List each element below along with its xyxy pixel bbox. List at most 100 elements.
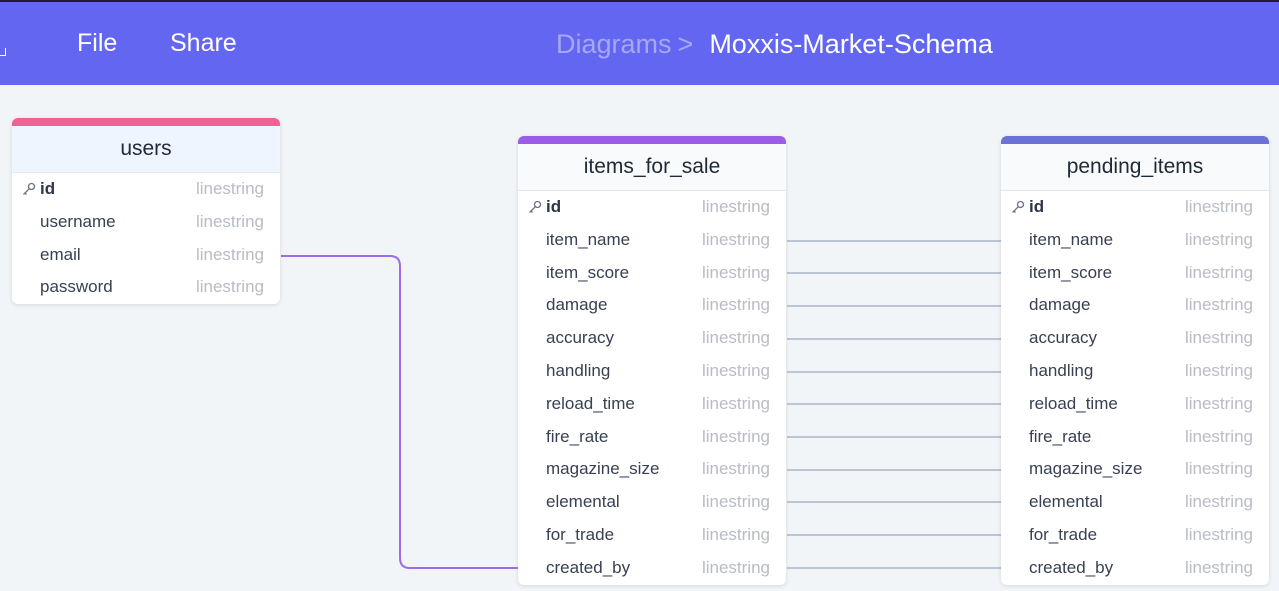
column-row-fire-rate[interactable]: fire_rate linestring — [1001, 421, 1269, 454]
primary-key-icon — [1012, 200, 1025, 213]
column-row-damage[interactable]: damage linestring — [1001, 289, 1269, 322]
column-name: for_trade — [546, 524, 615, 544]
table-title[interactable]: pending_items — [1001, 144, 1269, 191]
column-row-handling[interactable]: handling linestring — [518, 355, 786, 388]
breadcrumb-separator: > — [677, 29, 694, 59]
breadcrumb-diagrams-link[interactable]: Diagrams — [556, 29, 672, 59]
column-row-reload-time[interactable]: reload_time linestring — [1001, 388, 1269, 421]
column-name: accuracy — [1029, 328, 1098, 348]
column-name: password — [40, 277, 113, 297]
column-name: fire_rate — [1029, 426, 1092, 446]
column-type: linestring — [1184, 459, 1253, 479]
column-name: username — [40, 211, 116, 231]
table-title[interactable]: users — [12, 126, 280, 173]
column-row-password[interactable]: password linestring — [12, 271, 280, 304]
column-type: linestring — [1184, 295, 1253, 315]
primary-key-icon — [23, 182, 36, 195]
column-type: linestring — [1184, 197, 1253, 216]
column-row-id[interactable]: id linestring — [12, 173, 280, 206]
table-accent-bar — [12, 118, 280, 126]
column-row-item-score[interactable]: item_score linestring — [518, 257, 786, 290]
column-row-magazine-size[interactable]: magazine_size linestring — [518, 453, 786, 486]
column-row-elemental[interactable]: elemental linestring — [1001, 486, 1269, 519]
column-type: linestring — [195, 179, 264, 198]
column-type: linestring — [195, 244, 264, 264]
column-type: linestring — [701, 197, 770, 216]
column-row-reload-time[interactable]: reload_time linestring — [518, 388, 786, 421]
column-row-id[interactable]: id linestring — [1001, 191, 1269, 224]
relation-users-email-to-created-by[interactable] — [281, 255, 518, 569]
column-name: magazine_size — [1029, 459, 1143, 479]
column-type: linestring — [1184, 328, 1253, 348]
column-type: linestring — [1184, 229, 1253, 249]
column-name: email — [40, 244, 81, 264]
column-type: linestring — [701, 262, 770, 282]
column-row-email[interactable]: email linestring — [12, 239, 280, 272]
column-row-for-trade[interactable]: for_trade linestring — [518, 519, 786, 552]
breadcrumb: Diagrams> Moxxis-Market-Schema — [556, 29, 993, 60]
menu-corner-icon[interactable] — [0, 48, 6, 56]
column-name: elemental — [1029, 492, 1103, 512]
column-type: linestring — [701, 393, 770, 413]
table-accent-bar — [518, 136, 786, 144]
column-name: reload_time — [546, 393, 635, 413]
top-bar: File Share Diagrams> Moxxis-Market-Schema — [0, 0, 1279, 85]
column-row-handling[interactable]: handling linestring — [1001, 355, 1269, 388]
column-type: linestring — [1184, 360, 1253, 380]
column-name: handling — [1029, 360, 1094, 380]
column-type: linestring — [1184, 492, 1253, 512]
column-type: linestring — [1184, 262, 1253, 282]
column-type: linestring — [1184, 393, 1253, 413]
column-name: damage — [546, 295, 608, 315]
column-row-username[interactable]: username linestring — [12, 206, 280, 239]
column-name: handling — [546, 360, 611, 380]
diagram-title[interactable]: Moxxis-Market-Schema — [709, 29, 993, 59]
column-row-damage[interactable]: damage linestring — [518, 289, 786, 322]
column-name: magazine_size — [546, 459, 660, 479]
primary-key-icon — [529, 200, 542, 213]
column-name: created_by — [1029, 557, 1114, 577]
column-row-item-name[interactable]: item_name linestring — [1001, 224, 1269, 257]
column-type: linestring — [701, 426, 770, 446]
column-row-elemental[interactable]: elemental linestring — [518, 486, 786, 519]
column-name: elemental — [546, 492, 620, 512]
column-type: linestring — [701, 229, 770, 249]
column-type: linestring — [701, 524, 770, 544]
column-name: item_score — [546, 262, 630, 282]
table-title[interactable]: items_for_sale — [518, 144, 786, 191]
file-menu[interactable]: File — [77, 29, 118, 57]
column-name: item_score — [1029, 262, 1113, 282]
column-name: reload_time — [1029, 393, 1118, 413]
column-name: item_name — [1029, 229, 1114, 249]
column-row-item-score[interactable]: item_score linestring — [1001, 257, 1269, 290]
column-type: linestring — [701, 492, 770, 512]
share-menu[interactable]: Share — [170, 29, 237, 57]
column-name: damage — [1029, 295, 1091, 315]
column-name: fire_rate — [546, 426, 609, 446]
column-type: linestring — [701, 328, 770, 348]
column-type: linestring — [701, 557, 770, 577]
column-name: item_name — [546, 229, 631, 249]
column-type: linestring — [701, 295, 770, 315]
column-row-magazine-size[interactable]: magazine_size linestring — [1001, 453, 1269, 486]
column-type: linestring — [701, 360, 770, 380]
column-row-created-by[interactable]: created_by linestring — [1001, 552, 1269, 585]
column-name: id — [1029, 197, 1045, 216]
column-row-item-name[interactable]: item_name linestring — [518, 224, 786, 257]
column-name: for_trade — [1029, 524, 1098, 544]
column-type: linestring — [701, 459, 770, 479]
column-row-accuracy[interactable]: accuracy linestring — [1001, 322, 1269, 355]
column-row-created-by[interactable]: created_by linestring — [518, 552, 786, 585]
column-row-fire-rate[interactable]: fire_rate linestring — [518, 421, 786, 454]
table-users[interactable]: users id linestring username linestring … — [12, 118, 280, 305]
column-row-id[interactable]: id linestring — [518, 191, 786, 224]
column-type: linestring — [195, 277, 264, 297]
column-type: linestring — [1184, 426, 1253, 446]
column-type: linestring — [1184, 557, 1253, 577]
column-name: created_by — [546, 557, 631, 577]
